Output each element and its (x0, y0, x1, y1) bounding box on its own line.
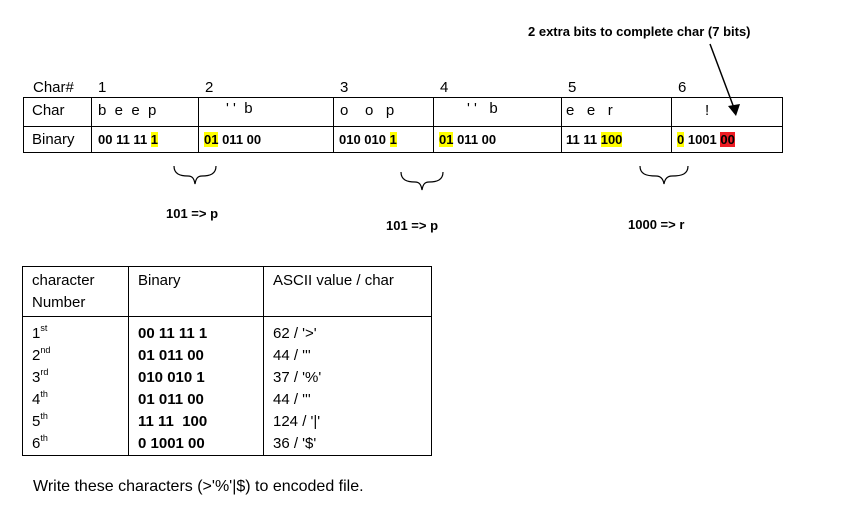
brace-label-3: 1000 => r (628, 217, 685, 232)
grid-vline (333, 97, 334, 153)
row-number: 2 (32, 347, 41, 364)
grid-line-mid (23, 126, 783, 127)
grid-line-top (23, 97, 783, 98)
char-number-5: 5 (568, 79, 577, 96)
binary-cell-5: 11 11 100 (566, 132, 623, 147)
char-number-6: 6 (678, 79, 687, 96)
brace-label-2: 101 => p (386, 218, 439, 233)
row-binary: 010 010 1 (128, 367, 264, 389)
row-binary: 01 011 00 (128, 345, 264, 367)
extra-bits-annotation: 2 extra bits to complete char (7 bits) (528, 24, 751, 39)
grid-vline (782, 97, 783, 153)
row-binary: 11 11 100 (128, 411, 264, 433)
header-character-number: character Number (22, 266, 129, 317)
row-ascii: 44 / ''' (263, 345, 432, 367)
char-number-label: Char# (33, 79, 74, 96)
table-row: 1st 00 11 11 1 62 / '>' (22, 316, 432, 345)
ascii-table: character Number Binary ASCII value / ch… (22, 266, 432, 456)
binary-cell-1: 00 11 11 1 (98, 132, 159, 147)
row-binary: 01 011 00 (128, 389, 264, 411)
binary-cell-4: 01 011 00 (439, 132, 497, 147)
row-ordinal: th (40, 411, 48, 421)
char-cell-5: e e r (566, 102, 613, 119)
row-binary: 0 1001 00 (128, 433, 264, 456)
binary-cell-3: 010 010 1 (339, 132, 397, 147)
binary-label: Binary (32, 131, 75, 148)
binary-cell-2: 01 011 00 (204, 132, 262, 147)
row-number: 4 (32, 391, 41, 408)
row-ordinal: nd (40, 345, 51, 355)
brace-label-1: 101 => p (166, 206, 219, 221)
row-ordinal: st (40, 323, 48, 333)
row-number: 5 (32, 413, 41, 430)
row-number: 3 (32, 369, 41, 386)
char-number-1: 1 (98, 79, 107, 96)
grid-vline (23, 97, 24, 153)
row-ascii: 37 / '%' (263, 367, 432, 389)
row-ordinal: th (40, 433, 48, 443)
brace-icon (173, 165, 217, 185)
grid-vline (91, 97, 92, 153)
binary-cell-6: 0 1001 00 (677, 132, 735, 147)
table-row: 5th 11 11 100 124 / '|' (22, 411, 432, 433)
row-number: 6 (32, 435, 41, 452)
grid-vline (671, 97, 672, 153)
row-ascii: 62 / '>' (263, 316, 432, 345)
row-number: 1 (32, 325, 41, 342)
row-ordinal: rd (40, 367, 49, 377)
char-cell-6: ! (705, 102, 710, 119)
char-number-3: 3 (340, 79, 349, 96)
row-ascii: 44 / ''' (263, 389, 432, 411)
table-row: 4th 01 011 00 44 / ''' (22, 389, 432, 411)
header-ascii: ASCII value / char (263, 266, 432, 317)
table-row: 2nd 01 011 00 44 / ''' (22, 345, 432, 367)
char-cell-3: o o p (340, 102, 395, 119)
brace-icon (639, 165, 689, 185)
header-binary: Binary (128, 266, 264, 317)
char-label: Char (32, 102, 65, 119)
brace-icon (400, 171, 444, 191)
char-number-2: 2 (205, 79, 214, 96)
grid-line-bottom (23, 152, 783, 153)
char-number-4: 4 (440, 79, 449, 96)
row-ascii: 36 / '$' (263, 433, 432, 456)
row-binary: 00 11 11 1 (128, 316, 264, 345)
grid-vline (433, 97, 434, 153)
grid-vline (561, 97, 562, 153)
row-ordinal: th (40, 389, 48, 399)
char-cell-1: b e e p (98, 102, 157, 119)
footer-text: Write these characters (>'%'|$) to encod… (33, 478, 364, 495)
row-ascii: 124 / '|' (263, 411, 432, 433)
char-cell-2: ' ' b (226, 100, 253, 117)
table-row: 3rd 010 010 1 37 / '%' (22, 367, 432, 389)
grid-vline (198, 97, 199, 153)
table-row: 6th 0 1001 00 36 / '$' (22, 433, 432, 456)
char-cell-4: ' ' b (467, 100, 498, 117)
